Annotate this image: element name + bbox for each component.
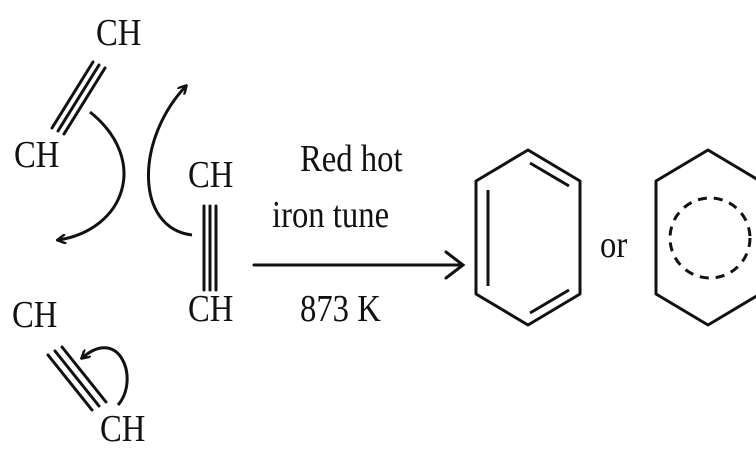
top-ch-lower-label: CH bbox=[14, 134, 60, 176]
condition-line-1: Red hot bbox=[300, 138, 403, 180]
condition-line-2: iron tune bbox=[272, 194, 390, 236]
top-triple-bond bbox=[50, 60, 107, 136]
benzene-kekule bbox=[474, 148, 582, 327]
reaction-arrow bbox=[252, 250, 466, 280]
curved-arrow-top-to-left bbox=[58, 110, 126, 240]
bottom-ch-upper-label: CH bbox=[12, 294, 58, 336]
benzene-aromatic bbox=[654, 148, 756, 327]
middle-triple-bond bbox=[202, 204, 218, 292]
bottom-triple-bond bbox=[46, 345, 108, 412]
or-connector: or bbox=[600, 224, 628, 266]
condition-temperature: 873 K bbox=[300, 288, 381, 330]
curved-arrow-middle-to-top bbox=[147, 86, 193, 237]
top-ch-upper-label: CH bbox=[96, 12, 142, 54]
middle-ch-upper-label: CH bbox=[188, 154, 234, 196]
middle-ch-lower-label: CH bbox=[188, 288, 234, 330]
bottom-ch-lower-label: CH bbox=[100, 408, 146, 450]
curved-arrow-bottom bbox=[82, 346, 129, 406]
